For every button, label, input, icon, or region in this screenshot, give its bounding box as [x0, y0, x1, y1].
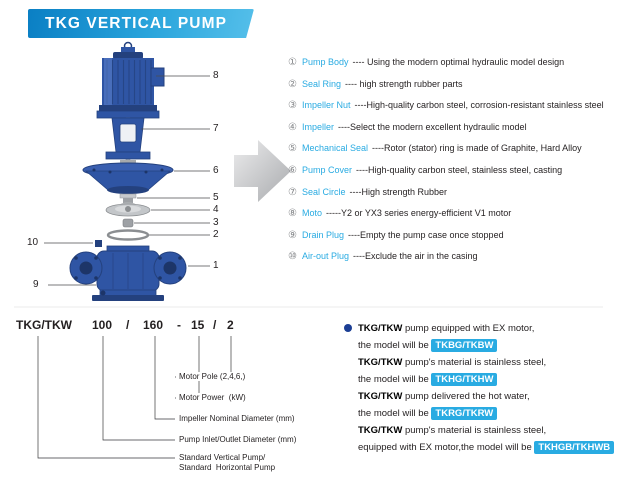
parts-list-item: ④ Impeller----Select the modern excellent…	[288, 122, 604, 144]
callout-label-3: 3	[213, 217, 219, 228]
parts-list-item: ⑧ Moto-----Y2 or YX3 series energy-effici…	[288, 208, 604, 230]
callout-label-4: 4	[213, 204, 219, 215]
model-code-label-type-2: Standard Horizontal Pump	[176, 463, 279, 472]
pump-illustration	[69, 41, 187, 301]
note-text: pump delivered the hot water,	[402, 391, 530, 402]
model-chip: TKBG/TKBW	[431, 339, 498, 352]
callout-lines	[44, 75, 210, 286]
callout-label-8: 8	[213, 70, 219, 81]
part-name: Impeller Nut	[301, 100, 351, 111]
model-chip: TKHG/TKHW	[431, 373, 498, 386]
part-description: ----High strength Rubber	[349, 186, 448, 197]
flow-arrow-icon	[234, 140, 291, 202]
note-text: pump equipped with EX motor,	[402, 323, 535, 334]
parts-list-item: ① Pump Body---- Using the modern optimal …	[288, 57, 604, 79]
part-description: ----High-quality carbon steel, stainless…	[356, 164, 563, 175]
part-number-badge: ⑦	[288, 186, 297, 198]
callout-label-2: 2	[213, 229, 219, 240]
notes-section: TKG/TKW pump equipped with EX motor, the…	[344, 320, 615, 456]
model-code-separator: /	[213, 318, 217, 332]
callout-label-5: 5	[213, 192, 219, 203]
bullet-icon	[344, 324, 352, 332]
callout-label-6: 6	[213, 165, 219, 176]
callout-label-1: 1	[213, 260, 219, 271]
part-number-badge: ⑧	[288, 208, 297, 220]
part-description: -----Y2 or YX3 series energy-efficient V…	[325, 208, 512, 219]
part-name: Pump Cover	[301, 164, 352, 175]
note-line: equipped with EX motor,the model will be…	[358, 439, 615, 456]
part-description: ---- high strength rubber parts	[345, 78, 463, 89]
notes-lines: TKG/TKW pump equipped with EX motor, the…	[358, 320, 615, 456]
parts-list-item: ⑤ Mechanical Seal----Rotor (stator) ring …	[288, 143, 604, 165]
note-line: TKG/TKW pump delivered the hot water,	[358, 388, 612, 405]
part-description: ---- Using the modern optimal hydraulic …	[352, 57, 565, 67]
model-code-label-impeller: Impeller Nominal Diameter (mm)	[176, 414, 298, 423]
part-description: ----Exclude the air in the casing	[353, 251, 478, 262]
model-code-segment-power: 15	[191, 318, 205, 332]
part-number-badge: ⑥	[288, 164, 297, 176]
note-text: equipped with EX motor,the model will be	[358, 442, 535, 453]
parts-list-item: ③ Impeller Nut----High-quality carbon ste…	[288, 100, 604, 122]
callout-label-7: 7	[213, 123, 219, 134]
model-code-label-power: Motor Power (kW)	[176, 393, 249, 402]
model-code-label-inlet: Pump Inlet/Outlet Diameter (mm)	[176, 435, 300, 444]
page-title: TKG VERTICAL PUMP	[45, 14, 228, 32]
pump-code: TKG/TKW	[358, 391, 403, 402]
part-description: ----High-quality carbon steel, corrosion…	[354, 100, 604, 111]
callout-label-9: 9	[33, 279, 39, 290]
pump-code: TKG/TKW	[358, 357, 403, 368]
note-text: pump's material is stainless steel,	[402, 357, 547, 368]
model-code-segment-inlet: 100	[92, 318, 113, 332]
part-description: ----Empty the pump case once stopped	[348, 229, 504, 240]
note-line: TKG/TKW pump's material is stainless ste…	[358, 354, 612, 371]
part-number-badge: ⑨	[288, 229, 297, 241]
note-line: TKG/TKW pump's material is stainless ste…	[358, 422, 612, 439]
note-line: TKG/TKW pump equipped with EX motor,	[358, 320, 612, 337]
part-name: Moto	[301, 208, 322, 219]
model-code-segment-impeller: 160	[143, 318, 164, 332]
part-name: Drain Plug	[301, 229, 344, 240]
part-name: Mechanical Seal	[301, 143, 369, 154]
model-code-segment-pole: 2	[227, 318, 234, 332]
parts-list-item: ② Seal Ring ---- high strength rubber part…	[288, 79, 604, 101]
model-code-segment-type: TKG/TKW	[16, 318, 72, 332]
part-description: ----Rotor (stator) ring is made of Graph…	[372, 143, 582, 154]
part-name: Impeller	[301, 121, 334, 132]
note-line: the model will be TKHG/TKHW	[358, 371, 612, 388]
model-code-separator: -	[177, 318, 181, 332]
model-code-label-pole: Motor Pole (2,4,6,)	[176, 372, 249, 381]
part-number-badge: ⑩	[288, 251, 297, 263]
parts-list-item: ⑦ Seal Circle----High strength Rubber	[288, 187, 604, 209]
part-name: Pump Body	[301, 57, 349, 67]
part-name: Seal Circle	[301, 186, 346, 197]
part-number-badge: ②	[288, 78, 297, 90]
part-number-badge: ①	[288, 57, 297, 68]
note-text: pump's material is stainless steel,	[402, 425, 547, 436]
model-code-separator: /	[126, 318, 130, 332]
note-text: the model will be	[358, 374, 432, 385]
model-chip: TKHGB/TKHWB	[534, 441, 615, 454]
parts-list-item: ⑩ Air-out Plug ----Exclude the air in the …	[288, 251, 604, 273]
pump-code: TKG/TKW	[358, 425, 403, 436]
pump-code: TKG/TKW	[358, 323, 403, 334]
part-name: Seal Ring	[301, 78, 341, 89]
parts-list: ① Pump Body---- Using the modern optimal …	[288, 57, 604, 273]
part-description: ----Select the modern excellent hydrauli…	[337, 121, 527, 132]
header-banner: TKG VERTICAL PUMP	[28, 9, 254, 38]
note-line: the model will be TKRG/TKRW	[358, 405, 612, 422]
part-number-badge: ③	[288, 100, 297, 112]
parts-list-item: ⑨ Drain Plug ----Empty the pump case once …	[288, 230, 604, 252]
callout-label-10: 10	[27, 237, 39, 248]
part-number-badge: ⑤	[288, 143, 297, 155]
model-chip: TKRG/TKRW	[431, 407, 498, 420]
part-number-badge: ④	[288, 121, 297, 133]
note-text: the model will be	[358, 340, 432, 351]
parts-list-item: ⑥ Pump Cover ----High-quality carbon steel…	[288, 165, 604, 187]
note-line: the model will be TKBG/TKBW	[358, 337, 612, 354]
part-name: Air-out Plug	[301, 251, 349, 262]
note-text: the model will be	[358, 408, 432, 419]
model-code-label-type-1: Standard Vertical Pump/	[176, 453, 269, 462]
